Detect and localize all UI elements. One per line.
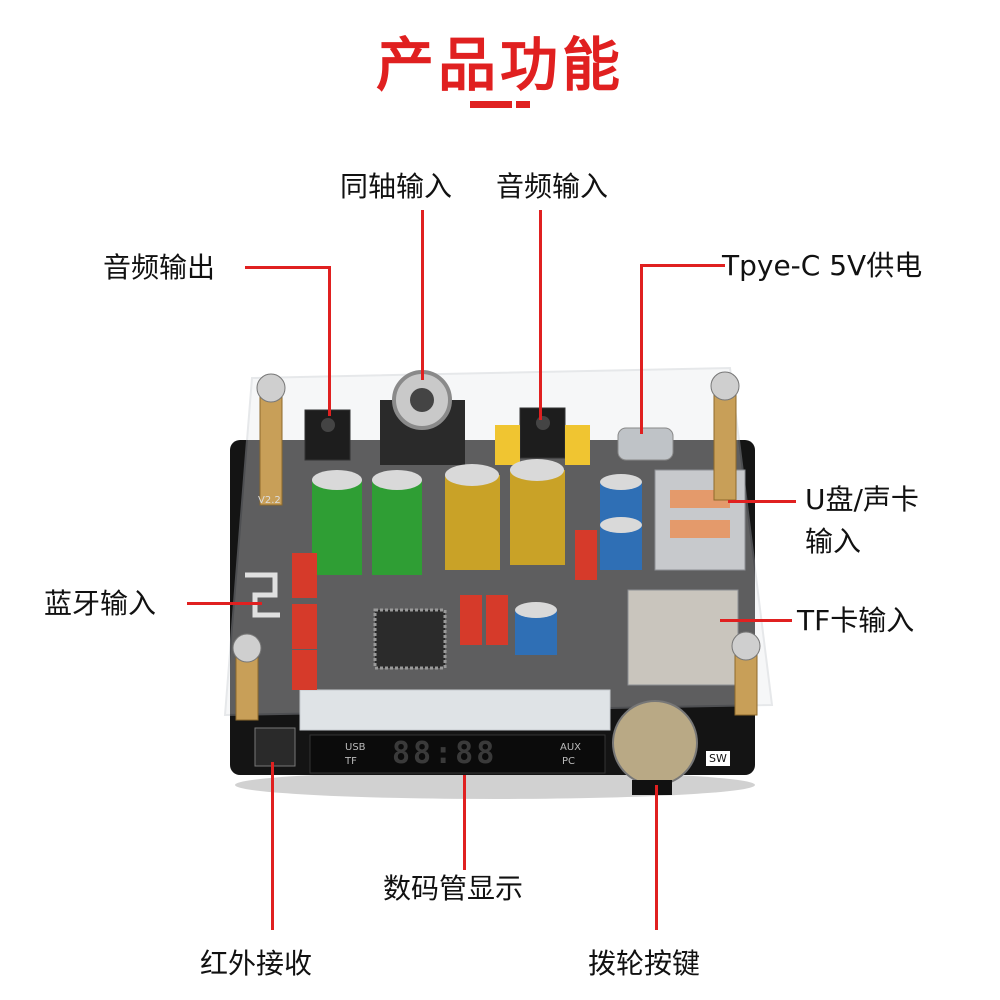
callout-line-audio-out-v: [328, 266, 331, 416]
blue-capacitors: [515, 474, 642, 655]
label-segment-display: 数码管显示: [383, 872, 524, 905]
callout-line-dial: [655, 785, 658, 930]
green-capacitors: [312, 470, 422, 575]
board-version: V2.2: [258, 495, 281, 506]
bluetooth-antenna: [245, 572, 280, 618]
tf-card-slot: [627, 589, 739, 686]
gold-capacitors: [445, 459, 565, 570]
segment-display-panel: [309, 734, 606, 774]
label-coaxial-input: 同轴输入: [340, 170, 453, 203]
callout-line-typec-h: [640, 264, 725, 267]
label-usb-soundcard-line1: U盘/声卡: [805, 483, 919, 516]
brass-standoffs: [232, 371, 761, 721]
title-underline-right: [516, 101, 530, 108]
display-mode-pc: PC: [562, 756, 576, 767]
callout-line-coaxial: [421, 210, 424, 380]
callout-line-typec-v: [640, 264, 643, 434]
callout-line-display: [463, 775, 466, 870]
label-bluetooth-input: 蓝牙输入: [44, 587, 157, 620]
decoder-chip: [373, 608, 447, 670]
switch-label: SW: [706, 751, 730, 766]
typec-port: [617, 427, 674, 461]
callout-line-usb: [728, 500, 796, 503]
coaxial-jack: [380, 370, 465, 465]
label-audio-output: 音频输出: [103, 251, 216, 284]
dial-wheel: [612, 700, 698, 786]
audio-out-jack: [304, 409, 351, 461]
board-shadow: [235, 771, 755, 799]
page-title: 产品功能: [375, 31, 624, 99]
label-ir-receiver: 红外接收: [200, 947, 313, 980]
film-capacitor: [565, 425, 590, 465]
display-mode-usb: USB: [345, 742, 366, 753]
film-capacitor: [495, 425, 520, 465]
callout-line-tf: [720, 619, 792, 622]
audio-in-jack: [519, 407, 566, 459]
callout-line-ir: [271, 762, 274, 930]
label-tf-input: TF卡输入: [797, 604, 915, 637]
callout-line-bluetooth: [187, 602, 262, 605]
label-usb-soundcard-line2: 输入: [805, 525, 862, 558]
callout-line-audio-in: [539, 210, 542, 420]
acrylic-front-edge: [299, 689, 611, 731]
display-mode-tf: TF: [345, 756, 357, 767]
label-typec-power: Tpye-C 5V供电: [722, 249, 923, 282]
display-mode-aux: AUX: [560, 742, 582, 753]
label-dial-button: 拨轮按键: [588, 947, 701, 980]
ir-receiver: [254, 727, 296, 767]
red-film-capacitors: [292, 530, 597, 690]
callout-line-audio-out-h: [245, 266, 330, 269]
label-audio-input: 音频输入: [496, 170, 609, 203]
display-digits: 88:88: [392, 736, 498, 771]
title-underline-left: [470, 101, 512, 108]
